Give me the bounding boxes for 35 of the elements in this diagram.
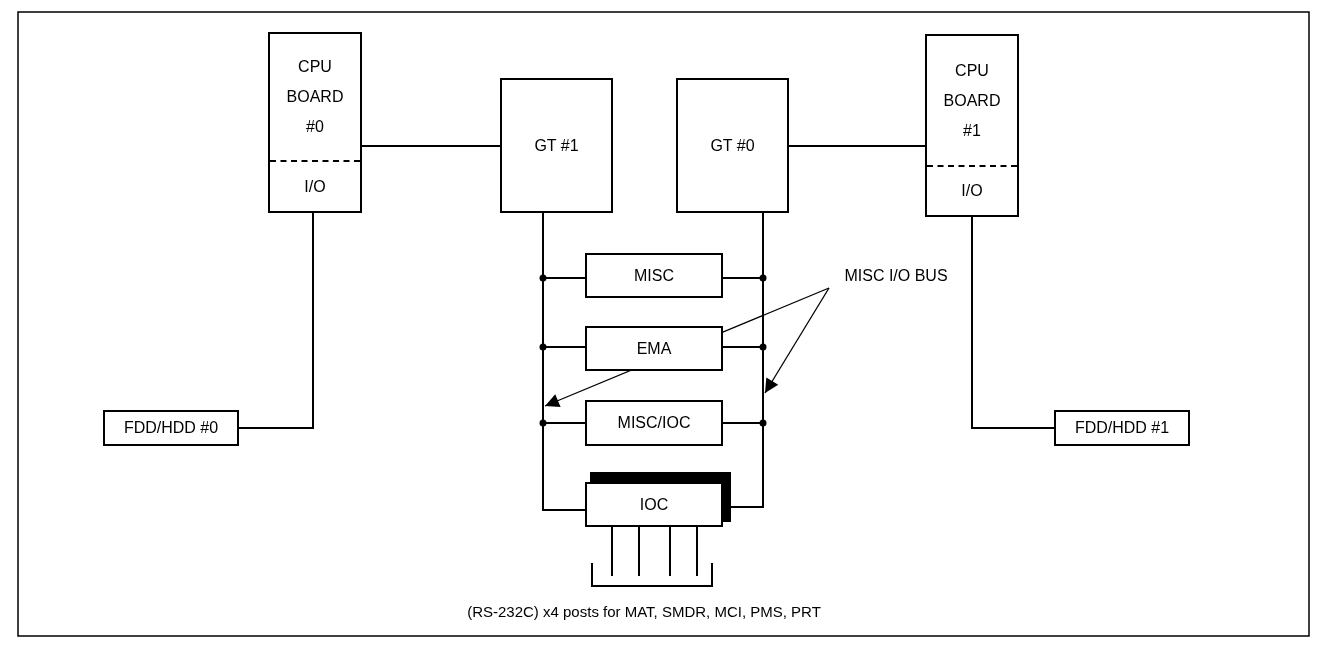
- leader-arrow: [764, 287, 830, 394]
- drive-box: [1054, 410, 1190, 446]
- port-caption: (RS-232C) x4 posts for MAT, SMDR, MCI, PMS, PRT: [467, 603, 821, 620]
- module-box: [676, 78, 789, 213]
- bus-line: [971, 216, 1055, 429]
- bus-line: [638, 526, 640, 577]
- bus-line: [238, 212, 314, 429]
- module-name: FDD/HDD #1: [1074, 418, 1170, 438]
- bus-line: [669, 526, 671, 577]
- section-label: I/O: [960, 181, 984, 201]
- bus-label-text: MISC I/O BUS: [844, 266, 948, 286]
- board-name: CPU BOARD #0: [285, 57, 345, 137]
- module-box: [585, 400, 723, 446]
- module-box: [585, 482, 723, 527]
- bus-line: [361, 145, 501, 147]
- board-name: CPU BOARD #1: [942, 60, 1002, 141]
- module-box: [585, 253, 723, 298]
- cpu-board-box: [925, 34, 1019, 217]
- module-name: MISC: [634, 265, 674, 286]
- module-name: IOC: [639, 494, 669, 515]
- bus-line: [696, 526, 698, 577]
- cpu-board-box: [268, 32, 362, 213]
- bus-line: [542, 212, 586, 511]
- module-name: MISC/IOC: [617, 413, 691, 433]
- section-label: I/O: [303, 176, 327, 197]
- module-name: FDD/HDD #0: [123, 418, 219, 438]
- module-name: EMA: [636, 338, 672, 359]
- bus-line: [611, 526, 613, 577]
- port-bracket: [591, 563, 713, 587]
- module-name: GT #1: [534, 135, 579, 156]
- bus-line: [788, 145, 926, 147]
- module-box: [585, 326, 723, 371]
- module-box: [500, 78, 613, 213]
- drive-box: [103, 410, 239, 446]
- module-name: GT #0: [710, 135, 755, 156]
